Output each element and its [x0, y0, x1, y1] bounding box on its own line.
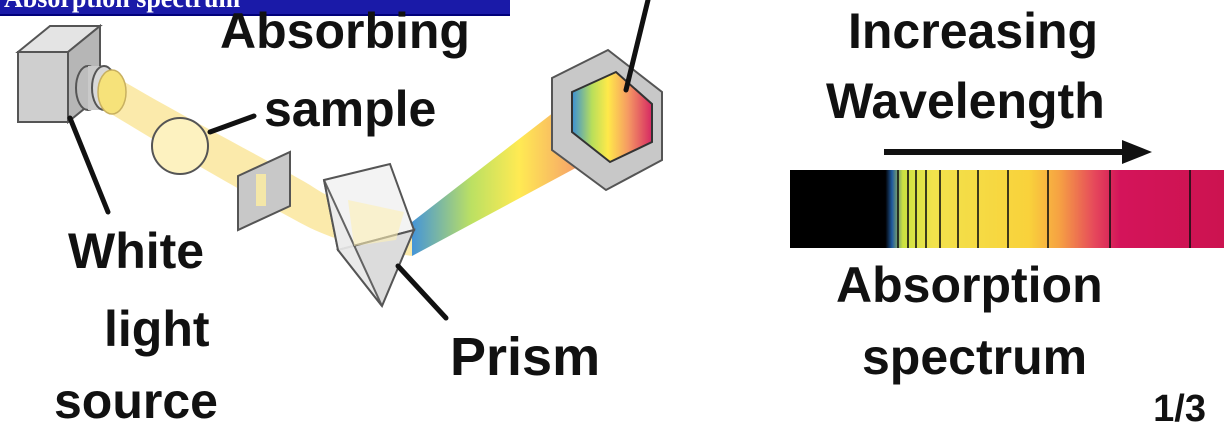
prism [322, 162, 416, 308]
prism-label: Prism [450, 327, 601, 387]
spectrum-band [790, 170, 1224, 248]
sample-label: sample [264, 81, 437, 137]
slide-title-bar: Absorption spectrum [0, 0, 510, 16]
spectrum-label: spectrum [862, 329, 1088, 385]
absorbing-label: Absorbing [220, 3, 470, 59]
increasing-label: Increasing [848, 3, 1099, 59]
wavelength-label: Wavelength [826, 73, 1105, 129]
absorption-label: Absorption [836, 257, 1103, 313]
leader-lines [67, 0, 651, 321]
slide-title: Absorption spectrum [4, 0, 510, 12]
page-indicator: 1/3 [1153, 388, 1206, 428]
absorbing-sample-cell [151, 117, 209, 175]
source-label: source [54, 373, 218, 428]
slit-plate [237, 150, 291, 232]
wavelength-arrow [884, 140, 1152, 164]
detector-plate [551, 48, 663, 192]
white-label: White [68, 223, 205, 279]
light-label: light [104, 301, 210, 357]
